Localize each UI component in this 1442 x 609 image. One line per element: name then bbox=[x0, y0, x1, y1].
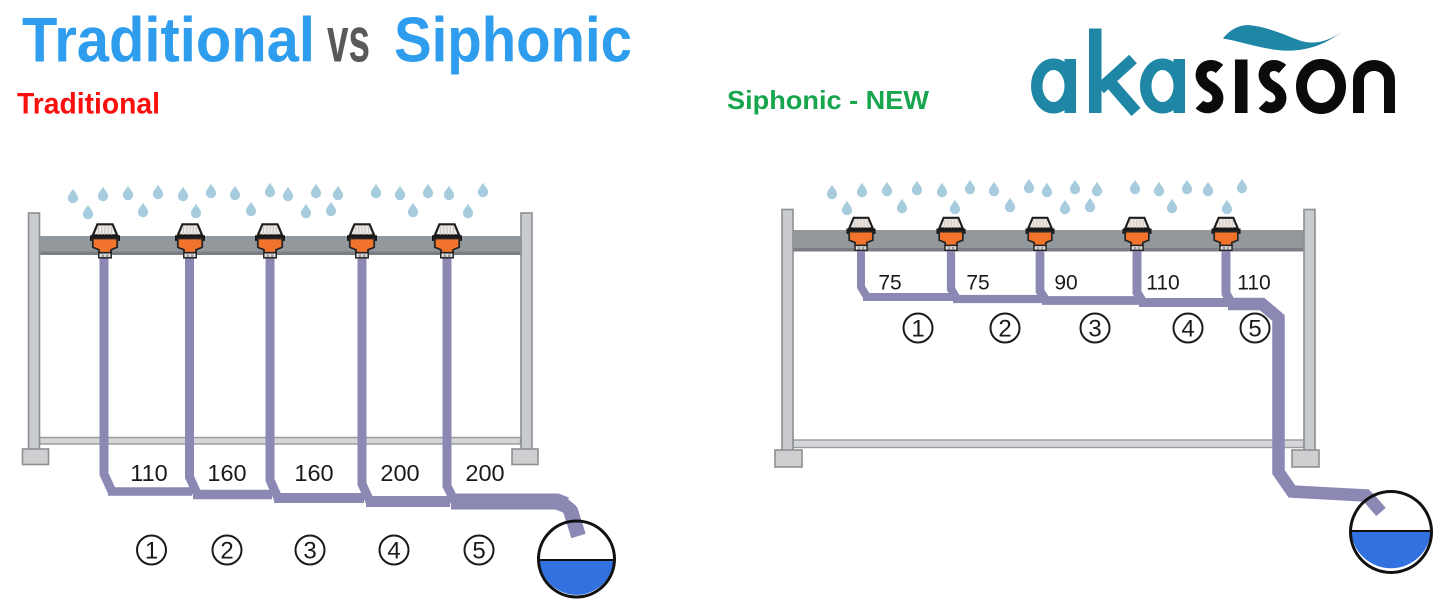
svg-text:200: 200 bbox=[380, 460, 419, 486]
svg-text:Siphonic - NEW: Siphonic - NEW bbox=[727, 85, 929, 115]
svg-text:110: 110 bbox=[130, 460, 167, 486]
svg-text:Traditional: Traditional bbox=[22, 6, 315, 76]
svg-text:75: 75 bbox=[966, 272, 989, 295]
svg-text:vs: vs bbox=[327, 6, 370, 76]
svg-text:1: 1 bbox=[911, 316, 924, 343]
svg-text:5: 5 bbox=[1248, 316, 1261, 343]
svg-text:160: 160 bbox=[294, 460, 333, 486]
svg-text:110: 110 bbox=[1146, 272, 1179, 295]
svg-text:90: 90 bbox=[1054, 272, 1077, 295]
svg-text:3: 3 bbox=[303, 538, 316, 565]
svg-text:160: 160 bbox=[207, 460, 246, 486]
svg-text:Traditional: Traditional bbox=[17, 88, 160, 121]
svg-text:200: 200 bbox=[465, 460, 504, 486]
svg-text:3: 3 bbox=[1088, 316, 1101, 343]
svg-text:5: 5 bbox=[472, 538, 485, 565]
svg-text:110: 110 bbox=[1237, 272, 1270, 295]
svg-text:75: 75 bbox=[878, 272, 901, 295]
svg-text:Siphonic: Siphonic bbox=[394, 6, 632, 76]
svg-text:2: 2 bbox=[998, 316, 1011, 343]
svg-text:2: 2 bbox=[220, 538, 233, 565]
svg-text:4: 4 bbox=[1181, 316, 1194, 343]
svg-text:4: 4 bbox=[387, 538, 400, 565]
svg-text:1: 1 bbox=[145, 538, 158, 565]
